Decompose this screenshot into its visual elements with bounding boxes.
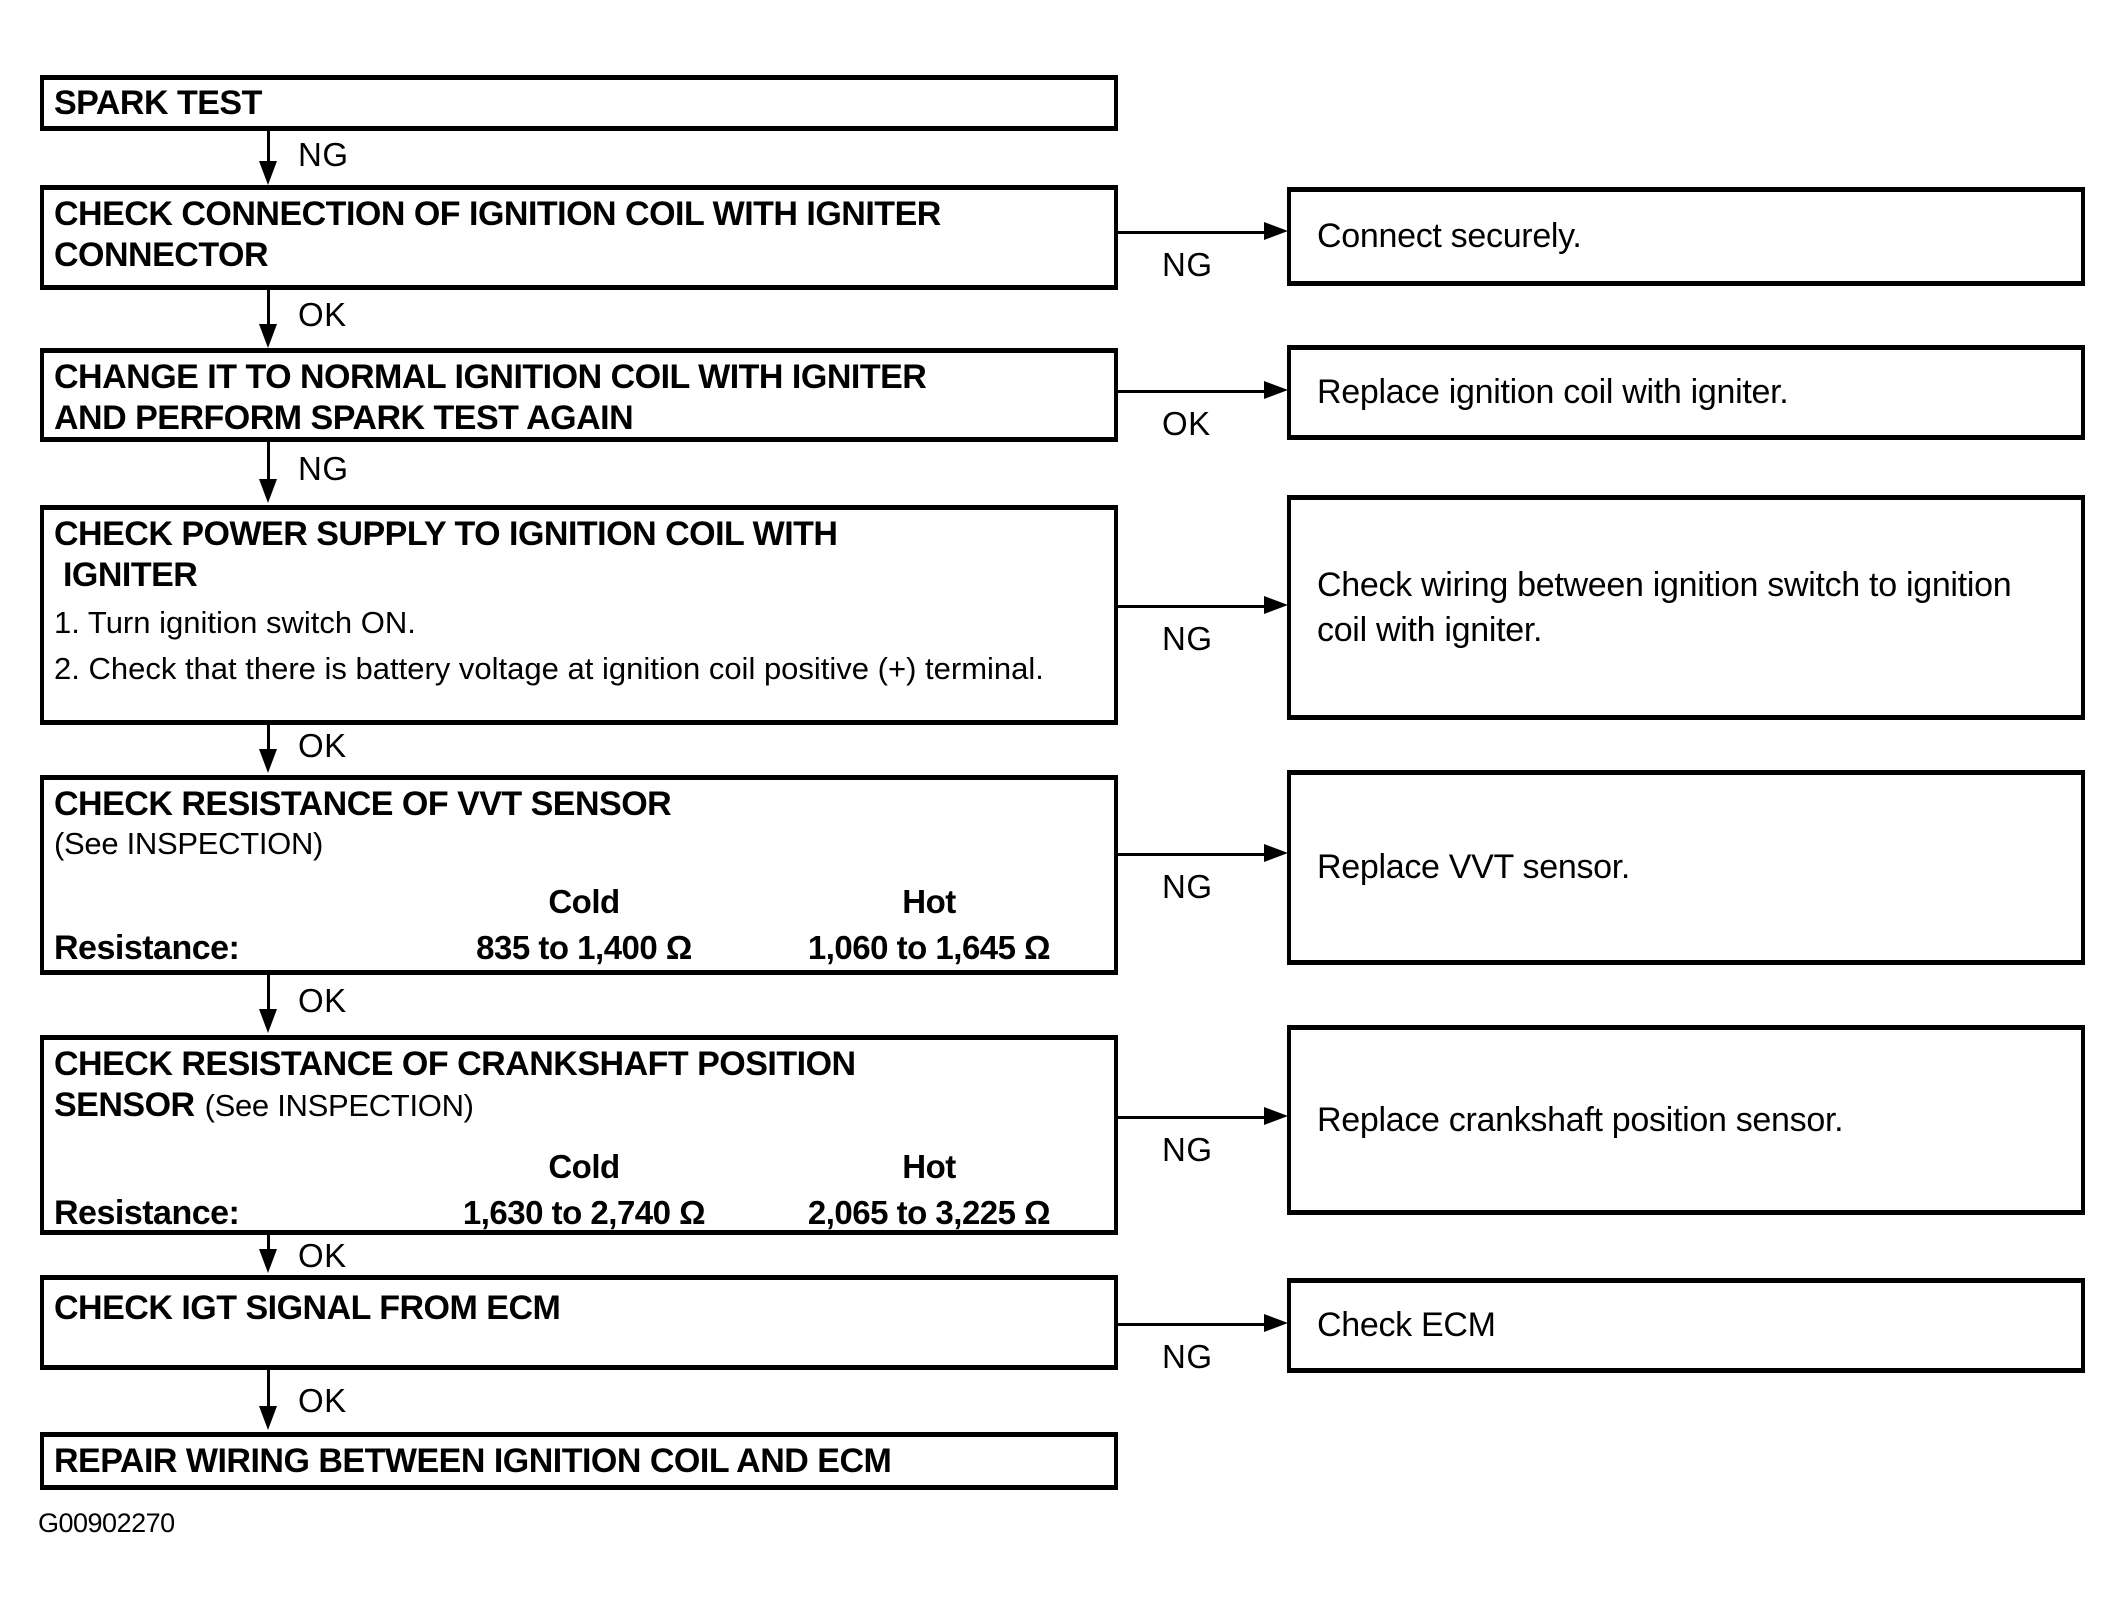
horizontal-connector-line: [1118, 1116, 1266, 1119]
step-title: CHECK POWER SUPPLY TO IGNITION COIL WITH…: [54, 515, 838, 594]
hot-resistance-value: 2,065 to 3,225 Ω: [807, 1194, 1051, 1231]
step-title: CHECK CONNECTION OF IGNITION COIL WITH I…: [54, 195, 941, 274]
resistance-header-row: Cold Hot: [54, 883, 1104, 921]
edge-label-ng: NG: [1162, 1338, 1213, 1375]
vertical-connector-line: [267, 975, 270, 1013]
hot-column-header: Hot: [902, 1148, 956, 1185]
vertical-connector-line: [267, 442, 270, 483]
action-text: Replace ignition coil with igniter.: [1317, 373, 1789, 411]
resistance-table: Cold Hot Resistance: 1,630 to 2,740 Ω 2,…: [54, 1148, 1104, 1233]
edge-label-ng: NG: [298, 450, 349, 487]
cold-column-header: Cold: [548, 883, 620, 920]
see-inspection-note: (See INSPECTION): [54, 826, 324, 861]
edge-label-ng: NG: [298, 136, 349, 173]
cold-resistance-value: 835 to 1,400 Ω: [476, 929, 692, 966]
step-box-repair-wiring: REPAIR WIRING BETWEEN IGNITION COIL AND …: [40, 1432, 1118, 1490]
action-box-check-wiring: Check wiring between ignition switch to …: [1287, 495, 2085, 720]
step-title: REPAIR WIRING BETWEEN IGNITION COIL AND …: [54, 1441, 892, 1480]
action-box-replace-vvt-sensor: Replace VVT sensor.: [1287, 770, 2085, 965]
right-arrow-icon: [1264, 596, 1288, 614]
edge-label-ng: NG: [1162, 246, 1213, 283]
right-arrow-icon: [1264, 222, 1288, 240]
right-arrow-icon: [1264, 1314, 1288, 1332]
vertical-connector-line: [267, 131, 270, 165]
edge-label-ok: OK: [298, 296, 347, 333]
step-box-spark-test: SPARK TEST: [40, 75, 1118, 131]
see-inspection-note: (See INSPECTION): [204, 1088, 474, 1123]
horizontal-connector-line: [1118, 390, 1266, 393]
edge-label-ng: NG: [1162, 868, 1213, 905]
step-box-check-power-supply: CHECK POWER SUPPLY TO IGNITION COIL WITH…: [40, 505, 1118, 725]
right-arrow-icon: [1264, 844, 1288, 862]
step-box-change-ignition-coil: CHANGE IT TO NORMAL IGNITION COIL WITH I…: [40, 348, 1118, 442]
instruction-item: 2. Check that there is battery voltage a…: [54, 651, 1044, 686]
down-arrow-icon: [259, 161, 277, 185]
step-title: CHECK RESISTANCE OF CRANKSHAFT POSITION: [54, 1045, 856, 1083]
step-box-check-vvt-resistance: CHECK RESISTANCE OF VVT SENSOR (See INSP…: [40, 775, 1118, 975]
down-arrow-icon: [259, 1406, 277, 1430]
down-arrow-icon: [259, 1249, 277, 1273]
edge-label-ng: NG: [1162, 1131, 1213, 1168]
horizontal-connector-line: [1118, 231, 1266, 234]
cold-resistance-value: 1,630 to 2,740 Ω: [462, 1194, 706, 1231]
cold-column-header: Cold: [548, 1148, 620, 1185]
edge-label-ng: NG: [1162, 620, 1213, 657]
action-box-replace-crankshaft-sensor: Replace crankshaft position sensor.: [1287, 1025, 2085, 1215]
action-text: Replace crankshaft position sensor.: [1317, 1100, 1844, 1139]
horizontal-connector-line: [1118, 605, 1266, 608]
step-title: SPARK TEST: [54, 83, 262, 122]
vertical-connector-line: [267, 290, 270, 328]
action-box-check-ecm: Check ECM: [1287, 1278, 2085, 1373]
resistance-header-row: Cold Hot: [54, 1148, 1104, 1186]
action-text: Replace VVT sensor.: [1317, 848, 1631, 886]
resistance-value-row: Resistance: 835 to 1,400 Ω 1,060 to 1,64…: [54, 929, 1104, 968]
edge-label-ok: OK: [298, 1237, 347, 1274]
step-title-continued: SENSOR: [54, 1086, 195, 1124]
right-arrow-icon: [1264, 381, 1288, 399]
hot-column-header: Hot: [902, 883, 956, 920]
vertical-connector-line: [267, 725, 270, 753]
hot-resistance-value: 1,060 to 1,645 Ω: [807, 929, 1051, 966]
action-text: Connect securely.: [1317, 217, 1582, 255]
step-title: CHANGE IT TO NORMAL IGNITION COIL WITH I…: [54, 358, 927, 437]
step-box-check-crankshaft-resistance: CHECK RESISTANCE OF CRANKSHAFT POSITION …: [40, 1035, 1118, 1235]
right-arrow-icon: [1264, 1107, 1288, 1125]
resistance-row-label: Resistance:: [54, 1194, 240, 1232]
action-box-connect-securely: Connect securely.: [1287, 187, 2085, 286]
down-arrow-icon: [259, 479, 277, 503]
step-title-line2: SENSOR (See INSPECTION): [54, 1085, 1104, 1132]
action-box-replace-ignition-coil: Replace ignition coil with igniter.: [1287, 345, 2085, 440]
instruction-item: 1. Turn ignition switch ON.: [54, 605, 416, 640]
resistance-table: Cold Hot Resistance: 835 to 1,400 Ω 1,06…: [54, 883, 1104, 968]
vertical-connector-line: [267, 1235, 270, 1253]
resistance-value-row: Resistance: 1,630 to 2,740 Ω 2,065 to 3,…: [54, 1194, 1104, 1233]
edge-label-ok: OK: [298, 727, 347, 764]
horizontal-connector-line: [1118, 1323, 1266, 1326]
step-title: CHECK RESISTANCE OF VVT SENSOR: [54, 785, 672, 823]
horizontal-connector-line: [1118, 853, 1266, 856]
resistance-row-label: Resistance:: [54, 929, 240, 967]
down-arrow-icon: [259, 1009, 277, 1033]
action-text: Check ECM: [1317, 1306, 1496, 1344]
action-text: Check wiring between ignition switch to …: [1317, 565, 2012, 649]
edge-label-ok: OK: [1162, 405, 1211, 442]
figure-code: G00902270: [38, 1508, 175, 1538]
edge-label-ok: OK: [298, 1382, 347, 1419]
step-title: CHECK IGT SIGNAL FROM ECM: [54, 1289, 561, 1327]
step-box-check-connection: CHECK CONNECTION OF IGNITION COIL WITH I…: [40, 185, 1118, 290]
edge-label-ok: OK: [298, 982, 347, 1019]
down-arrow-icon: [259, 749, 277, 773]
vertical-connector-line: [267, 1370, 270, 1410]
down-arrow-icon: [259, 324, 277, 348]
step-box-check-igt-signal: CHECK IGT SIGNAL FROM ECM: [40, 1275, 1118, 1370]
